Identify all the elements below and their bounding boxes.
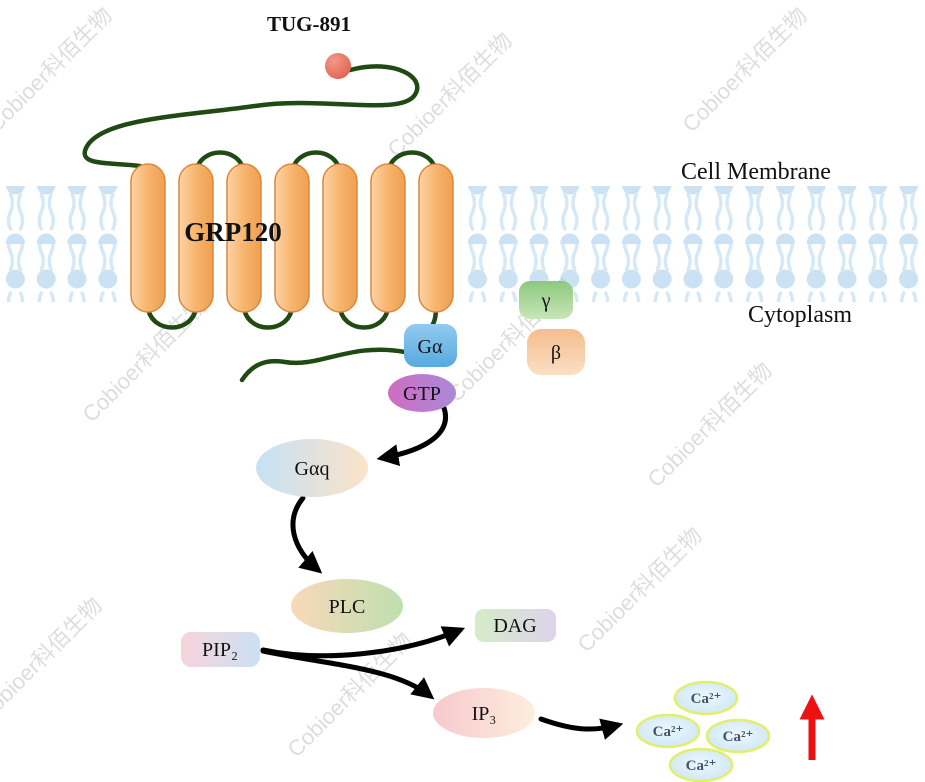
g-alpha-label: Gα <box>418 336 443 358</box>
receptor-label: GRP120 <box>184 217 282 247</box>
beta-label: β <box>551 342 561 364</box>
calcium-ion-label: Ca²⁺ <box>691 691 722 707</box>
c-terminus-tail <box>239 347 408 383</box>
pip2-label: PIP₂ <box>202 639 238 661</box>
ligand-label: TUG-891 <box>267 12 351 36</box>
intracellular-loop <box>241 305 295 330</box>
watermark-text: Cobioer科佰生物 <box>643 358 777 492</box>
beta-subunit <box>527 329 585 375</box>
arrow-gaq-to-plc <box>290 495 323 574</box>
watermark-text: Cobioer科佰生物 <box>0 3 117 137</box>
dag-label: DAG <box>493 615 536 637</box>
tm-helix <box>322 163 358 313</box>
cytoplasm-label: Cytoplasm <box>748 302 852 328</box>
gamma-label: γ <box>541 290 551 312</box>
calcium-ion <box>635 713 701 749</box>
watermark-text: Cobioer科佰生物 <box>0 593 107 727</box>
calcium-ion-label: Ca²⁺ <box>686 758 717 774</box>
arrow-pip2-to-ip3 <box>260 648 435 700</box>
calcium-ion <box>705 718 771 754</box>
intracellular-loop <box>145 305 199 330</box>
pip2-node <box>181 632 260 667</box>
watermark-text: Cobioer科佰生物 <box>573 523 707 657</box>
gaq-node <box>256 439 368 497</box>
gtp-node <box>388 374 456 412</box>
cell-membrane-label: Cell Membrane <box>681 159 831 185</box>
tm-helix <box>130 163 166 313</box>
tm-helix <box>274 163 310 313</box>
plc-label: PLC <box>329 596 366 618</box>
calcium-ion <box>668 747 734 782</box>
tm-helix <box>178 163 214 313</box>
n-terminus-loop <box>82 64 420 169</box>
plc-node <box>291 579 403 633</box>
ip3-node <box>433 688 535 738</box>
arrow-ip3-to-ca <box>538 716 624 740</box>
gaq-label: Gαq <box>295 458 330 480</box>
g-alpha-subunit <box>404 324 457 367</box>
tm-helix <box>370 163 406 313</box>
tm-helices <box>130 163 454 313</box>
watermark-text: Cobioer科佰生物 <box>78 293 212 427</box>
gtp-label: GTP <box>403 383 441 405</box>
tm-helix <box>418 163 454 313</box>
dag-node <box>475 609 556 642</box>
watermark-text: Cobioer科佰生物 <box>383 28 517 162</box>
ip3-label: IP₃ <box>472 703 497 725</box>
signal-arrows <box>260 405 624 740</box>
tm-helix <box>226 163 262 313</box>
arrow-pip2-to-dag <box>260 626 466 659</box>
calcium-ion-label: Ca²⁺ <box>653 724 684 740</box>
calcium-ion <box>673 680 739 716</box>
watermark-text: Cobioer科佰生物 <box>678 3 812 137</box>
calcium-ion-label: Ca²⁺ <box>723 729 754 745</box>
calcium-cluster <box>635 680 771 782</box>
ligand-ball <box>325 53 351 79</box>
arrow-gtp-to-gaq <box>376 405 448 467</box>
intracellular-loop <box>337 305 391 330</box>
gamma-subunit <box>519 281 573 319</box>
